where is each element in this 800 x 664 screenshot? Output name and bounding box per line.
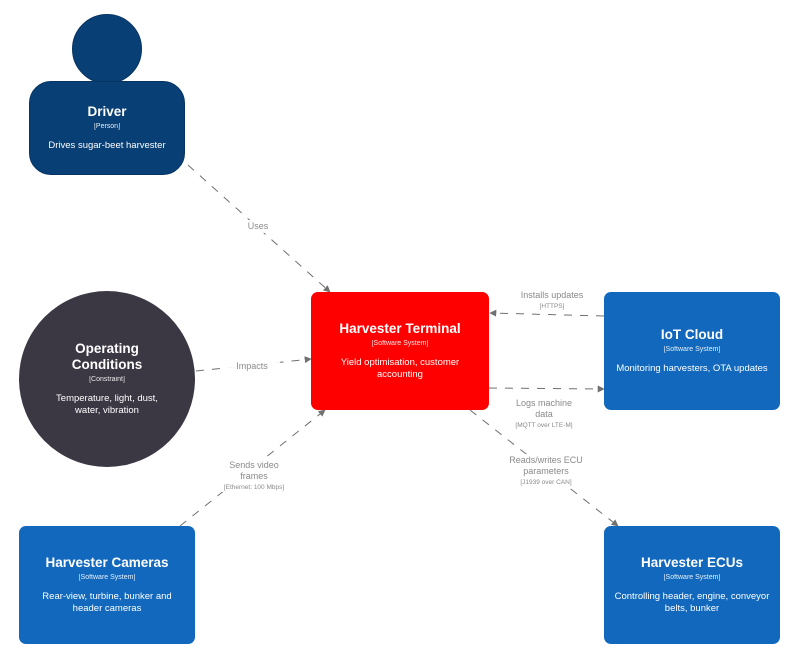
edge-label-technology: [MQTT over LTE-M] [515,422,573,429]
node-description: Rear-view, turbine, bunker and header ca… [42,591,172,614]
edge-label-technology: [Ethernet: 100 Mbps] [223,484,285,491]
node-title: IoT Cloud [660,327,724,342]
edge-label-text: Impacts [236,361,268,371]
node-operating-conditions[interactable]: Operating Conditions [Constraint] Temper… [19,291,195,467]
edge-label-text: Logs machine data [515,398,573,419]
edge-label-reads-writes-ecu: Reads/writes ECU parameters [J1939 over … [497,454,595,487]
node-description: Yield optimisation, customer accounting [340,357,460,380]
edge-label-impacts: Impacts [224,360,280,373]
node-title: Harvester ECUs [640,555,744,570]
node-kind: [Software System] [663,346,721,353]
node-kind: [Constraint] [89,376,125,383]
node-description: Drives sugar-beet harvester [48,140,166,151]
edge-label-text: Reads/writes ECU parameters [509,455,583,476]
node-title: Driver [87,104,127,119]
edge-label-text: Uses [247,221,269,231]
node-description: Controlling header, engine, conveyor bel… [614,591,770,614]
node-kind: [Software System] [663,574,721,581]
edge-label-logs-machine-data: Logs machine data [MQTT over LTE-M] [499,397,589,430]
edge-installs-updates [489,309,605,317]
node-title: Harvester Cameras [45,555,169,570]
node-harvester-ecus[interactable]: Harvester ECUs [Software System] Control… [604,526,780,644]
person-head-shape [72,14,142,84]
edge-label-text: Sends video frames [229,460,279,481]
edge-label-technology: [J1939 over CAN] [520,479,572,486]
node-kind: [Software System] [371,340,429,347]
edge-label-technology: [HTTPS] [539,303,565,310]
node-harvester-cameras[interactable]: Harvester Cameras [Software System] Rear… [19,526,195,644]
edge-label-installs-updates: Installs updates [HTTPS] [508,289,596,311]
node-description: Temperature, light, dust, water, vibrati… [56,393,158,416]
node-kind: [Person] [93,123,121,130]
edge-label-uses: Uses [236,220,280,233]
node-title: Harvester Terminal [339,321,461,336]
edge-label-text: Installs updates [520,290,584,300]
node-driver[interactable]: Driver [Person] Drives sugar-beet harves… [29,81,185,175]
node-harvester-terminal[interactable]: Harvester Terminal [Software System] Yie… [311,292,489,410]
node-description: Monitoring harvesters, OTA updates [616,363,768,374]
node-kind: [Software System] [78,574,136,581]
node-iot-cloud[interactable]: IoT Cloud [Software System] Monitoring h… [604,292,780,410]
edge-impacts [195,356,312,372]
edge-logs-machine-data [488,385,605,393]
node-title: Operating Conditions [71,341,143,372]
edge-label-sends-video-frames: Sends video frames [Ethernet: 100 Mbps] [206,459,302,492]
